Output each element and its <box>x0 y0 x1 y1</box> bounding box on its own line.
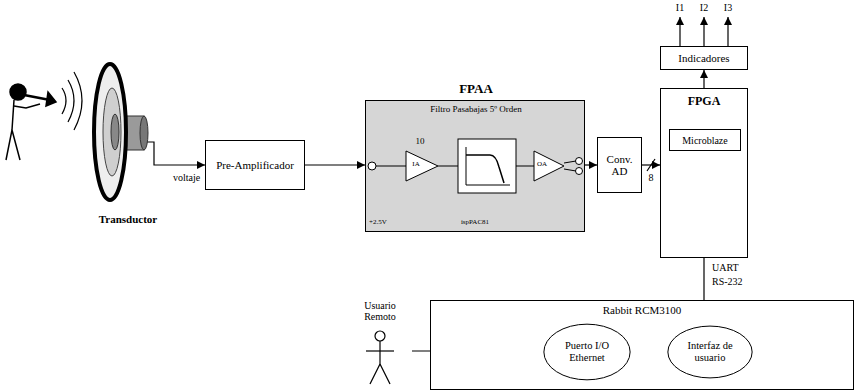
ellipse-node: Puerto I/O Ethernet <box>543 323 631 381</box>
drawing-stroke <box>466 155 504 183</box>
output-arrows <box>680 17 728 46</box>
node-label: Conv. AD <box>598 153 641 177</box>
drawing-stroke <box>366 350 394 351</box>
transducer-drawing <box>88 60 168 225</box>
fpga-block: FPGA Microblaze <box>660 88 748 258</box>
drawing-stroke <box>438 166 458 167</box>
drawing-stroke <box>380 364 390 384</box>
drawing-stroke <box>458 139 516 193</box>
drawing-stroke <box>10 84 26 100</box>
drawing-stroke <box>368 162 376 170</box>
drawing-stroke <box>94 64 126 200</box>
signal-name: I1 <box>676 2 684 13</box>
node-label: Transductor <box>96 213 160 225</box>
drawing-stroke <box>576 158 583 165</box>
sound-waves <box>62 72 82 130</box>
drawing-stroke <box>6 100 20 160</box>
drawing-stroke <box>376 166 406 167</box>
node-label: Indicadores <box>675 52 732 64</box>
drawing-stroke <box>366 331 394 384</box>
connector <box>703 258 704 300</box>
process-box: Indicadores <box>660 46 748 70</box>
drawing-stroke <box>370 364 380 384</box>
process-box: Pre-Amplificador <box>205 140 305 190</box>
node-label: Puerto I/O Ethernet <box>556 340 618 363</box>
gain-value: 10 <box>416 137 425 147</box>
signal-name: I3 <box>724 2 732 13</box>
edge-label: 8 <box>648 172 655 183</box>
drawing-stroke <box>516 166 534 167</box>
drawing-stroke <box>564 169 576 171</box>
drawing-stroke <box>140 116 148 150</box>
drawing-stroke <box>74 72 82 130</box>
drawing-stroke <box>576 168 583 175</box>
drawing-stroke <box>375 331 385 341</box>
drawing-stroke <box>703 17 704 46</box>
drawing-stroke <box>379 341 380 364</box>
drawing-stroke <box>727 17 728 46</box>
node-label: Microblaze <box>679 135 731 146</box>
node-body: Filtro Pasabajas 5º Orden <box>416 105 536 115</box>
drawing-stroke <box>406 151 438 181</box>
node-label: Rabbit RCM3100 <box>600 304 685 316</box>
drawing-stroke <box>46 92 56 106</box>
connector <box>168 164 205 165</box>
amplifier-label: IA <box>412 161 419 169</box>
ellipse-outline <box>668 326 752 378</box>
edge-label: voltaje <box>172 172 201 183</box>
fpaa-internals <box>366 101 586 233</box>
connector <box>305 164 365 165</box>
node-label: FPAA <box>366 82 586 96</box>
drawing-stroke <box>14 104 40 108</box>
drawing-stroke <box>466 147 510 185</box>
fpaa-block: FPAAFiltro Pasabajas 5º Orden <box>365 100 585 232</box>
process-box: Microblaze <box>669 129 741 151</box>
ellipse-node: Interfaz de usuario <box>667 325 753 379</box>
drawing-stroke <box>111 114 119 150</box>
connector <box>703 70 704 88</box>
drawing-stroke <box>564 161 576 163</box>
interface-name: UART <box>712 262 739 273</box>
node-label: Interfaz de usuario <box>680 340 740 363</box>
node-label: Usuario Remoto <box>348 300 412 322</box>
connector <box>642 164 660 165</box>
drawing-stroke <box>68 80 74 122</box>
drawing-stroke <box>62 88 66 114</box>
drawing-stroke <box>24 95 50 100</box>
connector <box>585 164 597 165</box>
module-box: Rabbit RCM3100Puerto I/O Ethernet Interfa… <box>430 300 854 390</box>
drawing-stroke <box>534 151 564 181</box>
drawing-stroke <box>144 142 168 165</box>
interface-name: RS-232 <box>712 276 743 287</box>
trumpet-player <box>6 84 56 160</box>
node-label: FPGA <box>685 95 724 108</box>
drawing-stroke <box>679 17 680 46</box>
process-box: Conv. AD <box>597 137 642 193</box>
amplifier-label: OA <box>537 161 547 169</box>
transducer: Transductor <box>88 60 168 225</box>
signal-name: I2 <box>700 2 708 13</box>
drawing-stroke <box>103 88 121 176</box>
ellipse-outline <box>544 324 630 380</box>
supply-voltage: +2.5V <box>369 219 387 227</box>
actor: Usuario Remoto <box>348 300 412 390</box>
drawing-stroke <box>368 139 583 193</box>
chip-name: ispPAC81 <box>461 219 489 227</box>
node-label: Pre-Amplificador <box>213 159 297 171</box>
